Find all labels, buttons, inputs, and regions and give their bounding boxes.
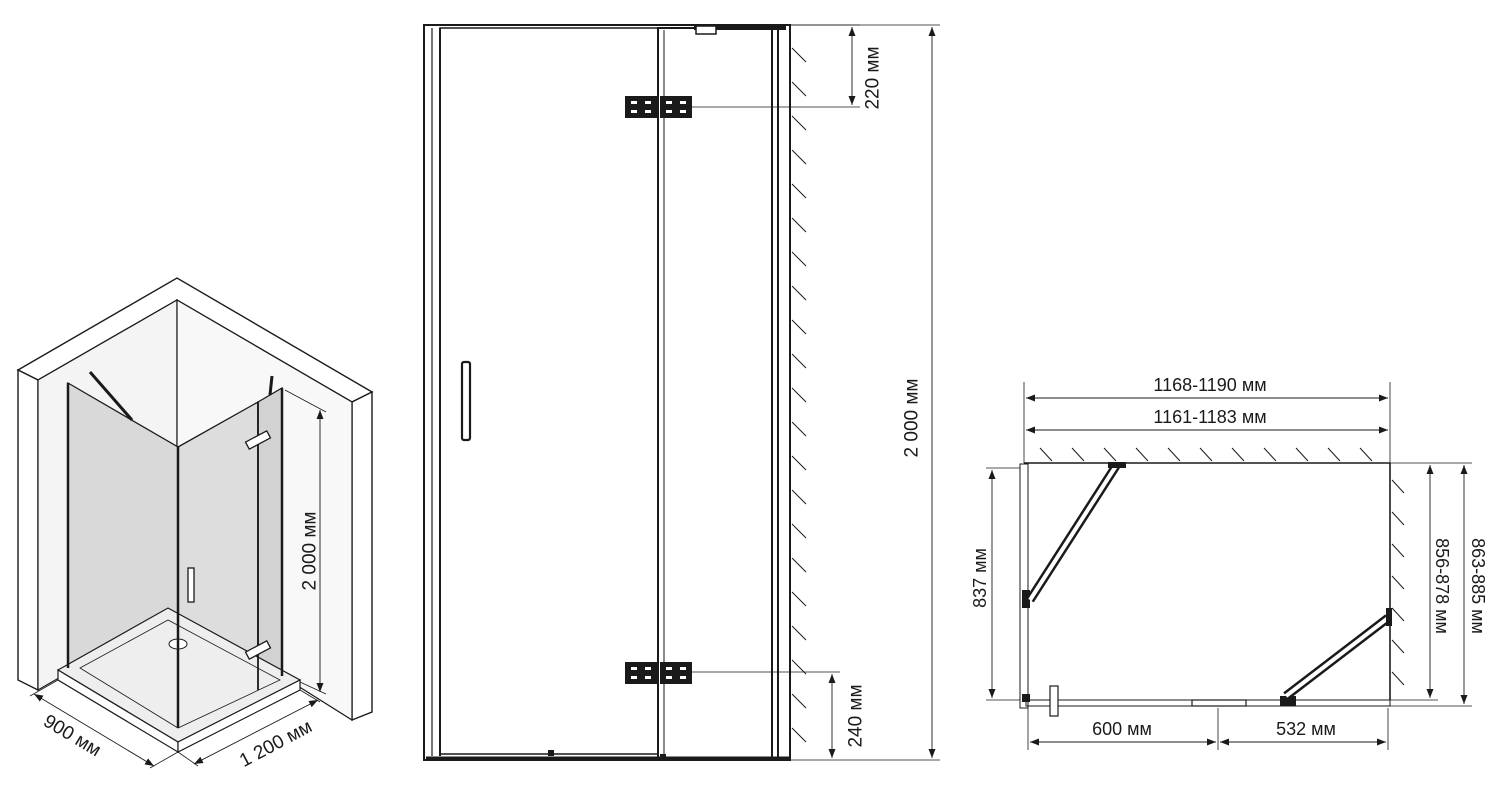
- iso-depth-dimension-line: [193, 699, 319, 765]
- top-stabilizer-bar: [694, 24, 786, 30]
- front-door-handle: [460, 360, 472, 442]
- isometric-view: 2 000 мм 900 мм 1 200 мм: [16, 277, 374, 772]
- top-hinge-offset-label: 220 мм: [863, 46, 884, 109]
- iso-door-handle: [187, 567, 195, 603]
- right-inner-depth-label: 856-878 мм: [1432, 538, 1452, 634]
- plan-left-panel: [1019, 463, 1029, 709]
- bottom-left-segment-label: 600 мм: [1092, 719, 1152, 739]
- right-stabilizer-bar: [268, 375, 274, 396]
- outer-width-label: 1168-1190 мм: [1153, 375, 1266, 395]
- front-hinge-bottom: [625, 662, 692, 684]
- right-outer-depth-label: 863-885 мм: [1468, 538, 1488, 634]
- bottom-right-segment-label: 532 мм: [1276, 719, 1336, 739]
- total-height-label: 2 000 мм: [902, 379, 923, 458]
- left-wall-end: [17, 368, 39, 692]
- left-depth-label: 837 мм: [970, 548, 990, 608]
- bottom-hinge-offset-label: 240 мм: [846, 684, 867, 747]
- plan-stabilizer-left: [1026, 462, 1126, 603]
- wall-hatching-front: [791, 47, 807, 743]
- iso-hinge-top: [244, 429, 272, 451]
- plan-view: 1168-1190 мм 1161-1183 мм 837 мм 856-878…: [970, 375, 1488, 750]
- iso-height-label: 2 000 мм: [300, 512, 321, 591]
- right-wall-end: [351, 390, 373, 722]
- iso-hinge-bottom: [244, 639, 272, 661]
- iso-depth-label: 1 200 мм: [236, 716, 316, 772]
- wall-hatching-plan-right: [1391, 479, 1405, 686]
- front-view: 220 мм 240 мм 2 000 мм: [423, 24, 940, 761]
- door-outer-frame: [423, 24, 791, 761]
- iso-width-label: 900 мм: [40, 711, 105, 762]
- left-stabilizer-bar: [88, 371, 134, 421]
- wall-hatching-plan-top: [1039, 447, 1373, 462]
- plan-stabilizer-right: [1283, 608, 1392, 700]
- front-hinge-top: [625, 96, 692, 118]
- inner-width-label: 1161-1183 мм: [1153, 407, 1266, 427]
- iso-width-dimension-line: [33, 693, 155, 767]
